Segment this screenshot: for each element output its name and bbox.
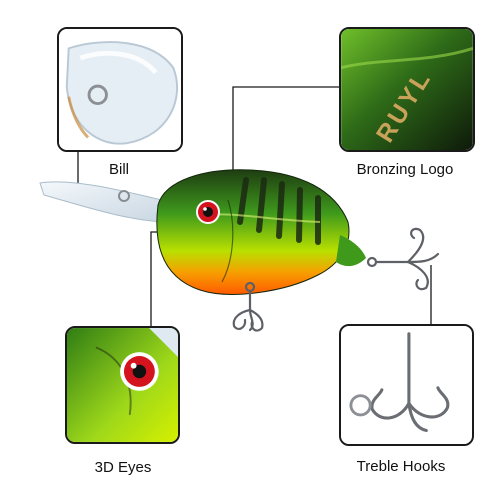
bill-closeup-image bbox=[59, 29, 181, 150]
bill-caption: Bill bbox=[108, 161, 130, 178]
bill-inset bbox=[57, 27, 183, 152]
hooks-inset bbox=[339, 324, 474, 446]
treble-hook-icon bbox=[366, 227, 440, 291]
lure-bill bbox=[39, 181, 171, 223]
hook-closeup-image bbox=[341, 326, 472, 444]
eyes-inset bbox=[65, 326, 180, 444]
bronzing-logo-inset: RUYL bbox=[339, 27, 475, 152]
treble-hooks-caption: Treble Hooks bbox=[356, 458, 446, 475]
split-ring-icon bbox=[118, 190, 130, 202]
eye-closeup-image bbox=[67, 328, 178, 442]
bronzing-logo-caption: Bronzing Logo bbox=[356, 161, 454, 178]
treble-hook-icon bbox=[370, 332, 450, 433]
eyes-caption: 3D Eyes bbox=[94, 459, 152, 476]
logo-closeup-image: RUYL bbox=[341, 29, 473, 150]
treble-hook-icon bbox=[232, 281, 264, 332]
logo-callout-line bbox=[232, 86, 339, 178]
body-stripes bbox=[237, 177, 321, 245]
split-ring-icon bbox=[349, 394, 372, 417]
